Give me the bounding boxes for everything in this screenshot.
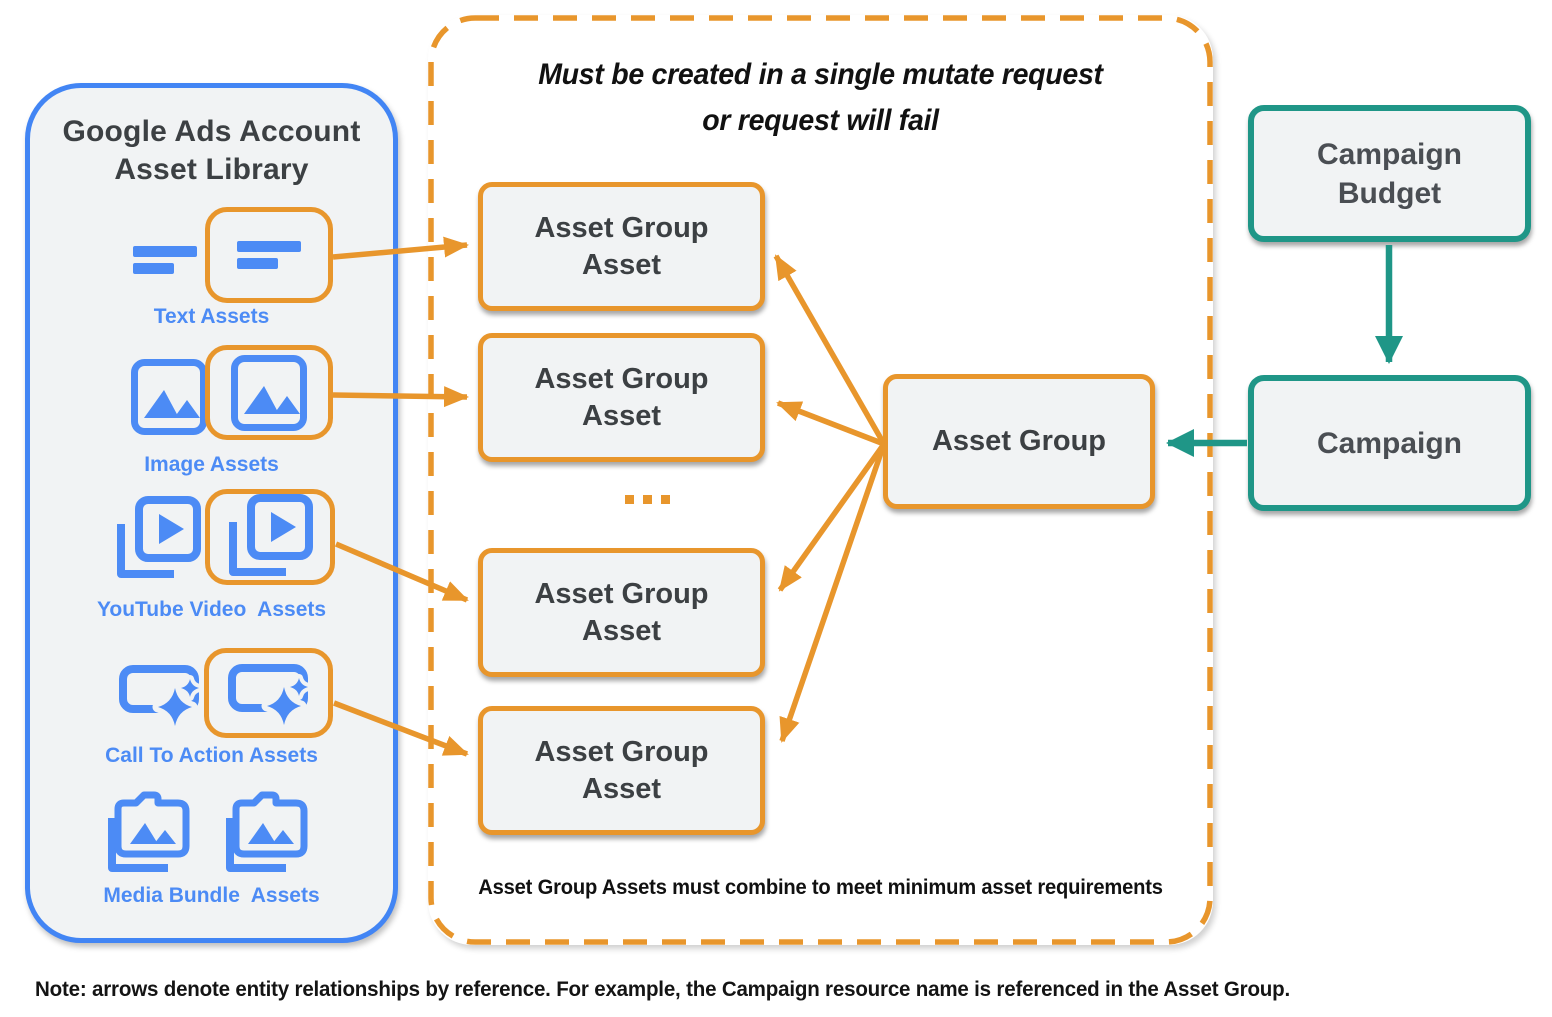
asset-group-asset-label: Asset bbox=[582, 399, 661, 432]
library-title-line2: Asset Library bbox=[114, 153, 309, 186]
mutate-title-line2: or request will fail bbox=[702, 104, 939, 137]
selected-youtube-video-asset-highlight bbox=[205, 489, 335, 585]
asset-group-asset-label: Asset Group bbox=[534, 362, 709, 395]
asset-group-box: Asset Group bbox=[883, 374, 1155, 509]
campaign-budget-label: Budget bbox=[1337, 176, 1442, 210]
call-to-action-asset-icon bbox=[119, 665, 202, 728]
ellipsis-dots bbox=[625, 495, 670, 504]
asset-group-asset-label: Asset bbox=[582, 614, 661, 647]
media-bundle-asset-icon bbox=[226, 791, 308, 872]
youtube-video-assets-label: YouTube Video Assets bbox=[96, 598, 327, 621]
asset-group-label: Asset Group bbox=[931, 425, 1107, 457]
selected-image-asset-highlight bbox=[205, 345, 333, 440]
dashed-border bbox=[428, 15, 1213, 945]
mutate-request-title: Must be created in a single mutate reque… bbox=[448, 52, 1194, 144]
asset-group-asset-box-3: Asset Group Asset bbox=[478, 548, 765, 677]
image-asset-icon bbox=[231, 354, 307, 431]
asset-group-asset-label: Asset Group bbox=[534, 735, 709, 768]
selected-call-to-action-asset-highlight bbox=[204, 648, 333, 738]
asset-group-asset-label: Asset bbox=[582, 248, 661, 281]
asset-group-asset-label: Asset bbox=[582, 772, 661, 805]
asset-group-asset-label: Asset Group bbox=[534, 577, 709, 610]
text-asset-icon bbox=[133, 246, 197, 274]
campaign-budget-label: Campaign bbox=[1316, 137, 1463, 171]
note-text: Note: arrows denote entity relationships… bbox=[35, 977, 1291, 1001]
text-assets-label: Text Assets bbox=[153, 305, 270, 328]
selected-text-asset-highlight bbox=[205, 207, 333, 303]
library-title-line1: Google Ads Account bbox=[62, 115, 361, 148]
library-title: Google Ads Account Asset Library bbox=[25, 113, 398, 189]
mutate-footnote: Asset Group Assets must combine to meet … bbox=[478, 876, 1163, 899]
asset-group-asset-box-4: Asset Group Asset bbox=[478, 706, 765, 835]
call-to-action-assets-label: Call To Action Assets bbox=[105, 744, 318, 767]
mutate-title-line1: Must be created in a single mutate reque… bbox=[538, 58, 1103, 91]
image-assets-label: Image Assets bbox=[144, 453, 279, 476]
campaign-label: Campaign bbox=[1316, 426, 1463, 460]
youtube-video-asset-icon bbox=[229, 494, 313, 576]
youtube-video-asset-icon bbox=[117, 496, 201, 578]
text-asset-icon bbox=[237, 241, 301, 269]
media-bundle-assets-label: Media Bundle Assets bbox=[103, 884, 320, 907]
call-to-action-asset-icon bbox=[227, 664, 311, 727]
asset-group-asset-box-1: Asset Group Asset bbox=[478, 182, 765, 311]
campaign-budget-box: Campaign Budget bbox=[1248, 105, 1531, 242]
asset-group-asset-box-2: Asset Group Asset bbox=[478, 333, 765, 462]
campaign-box: Campaign bbox=[1248, 375, 1531, 511]
asset-group-asset-label: Asset Group bbox=[534, 211, 709, 244]
media-bundle-asset-icon bbox=[108, 791, 190, 872]
image-asset-icon bbox=[131, 359, 207, 435]
